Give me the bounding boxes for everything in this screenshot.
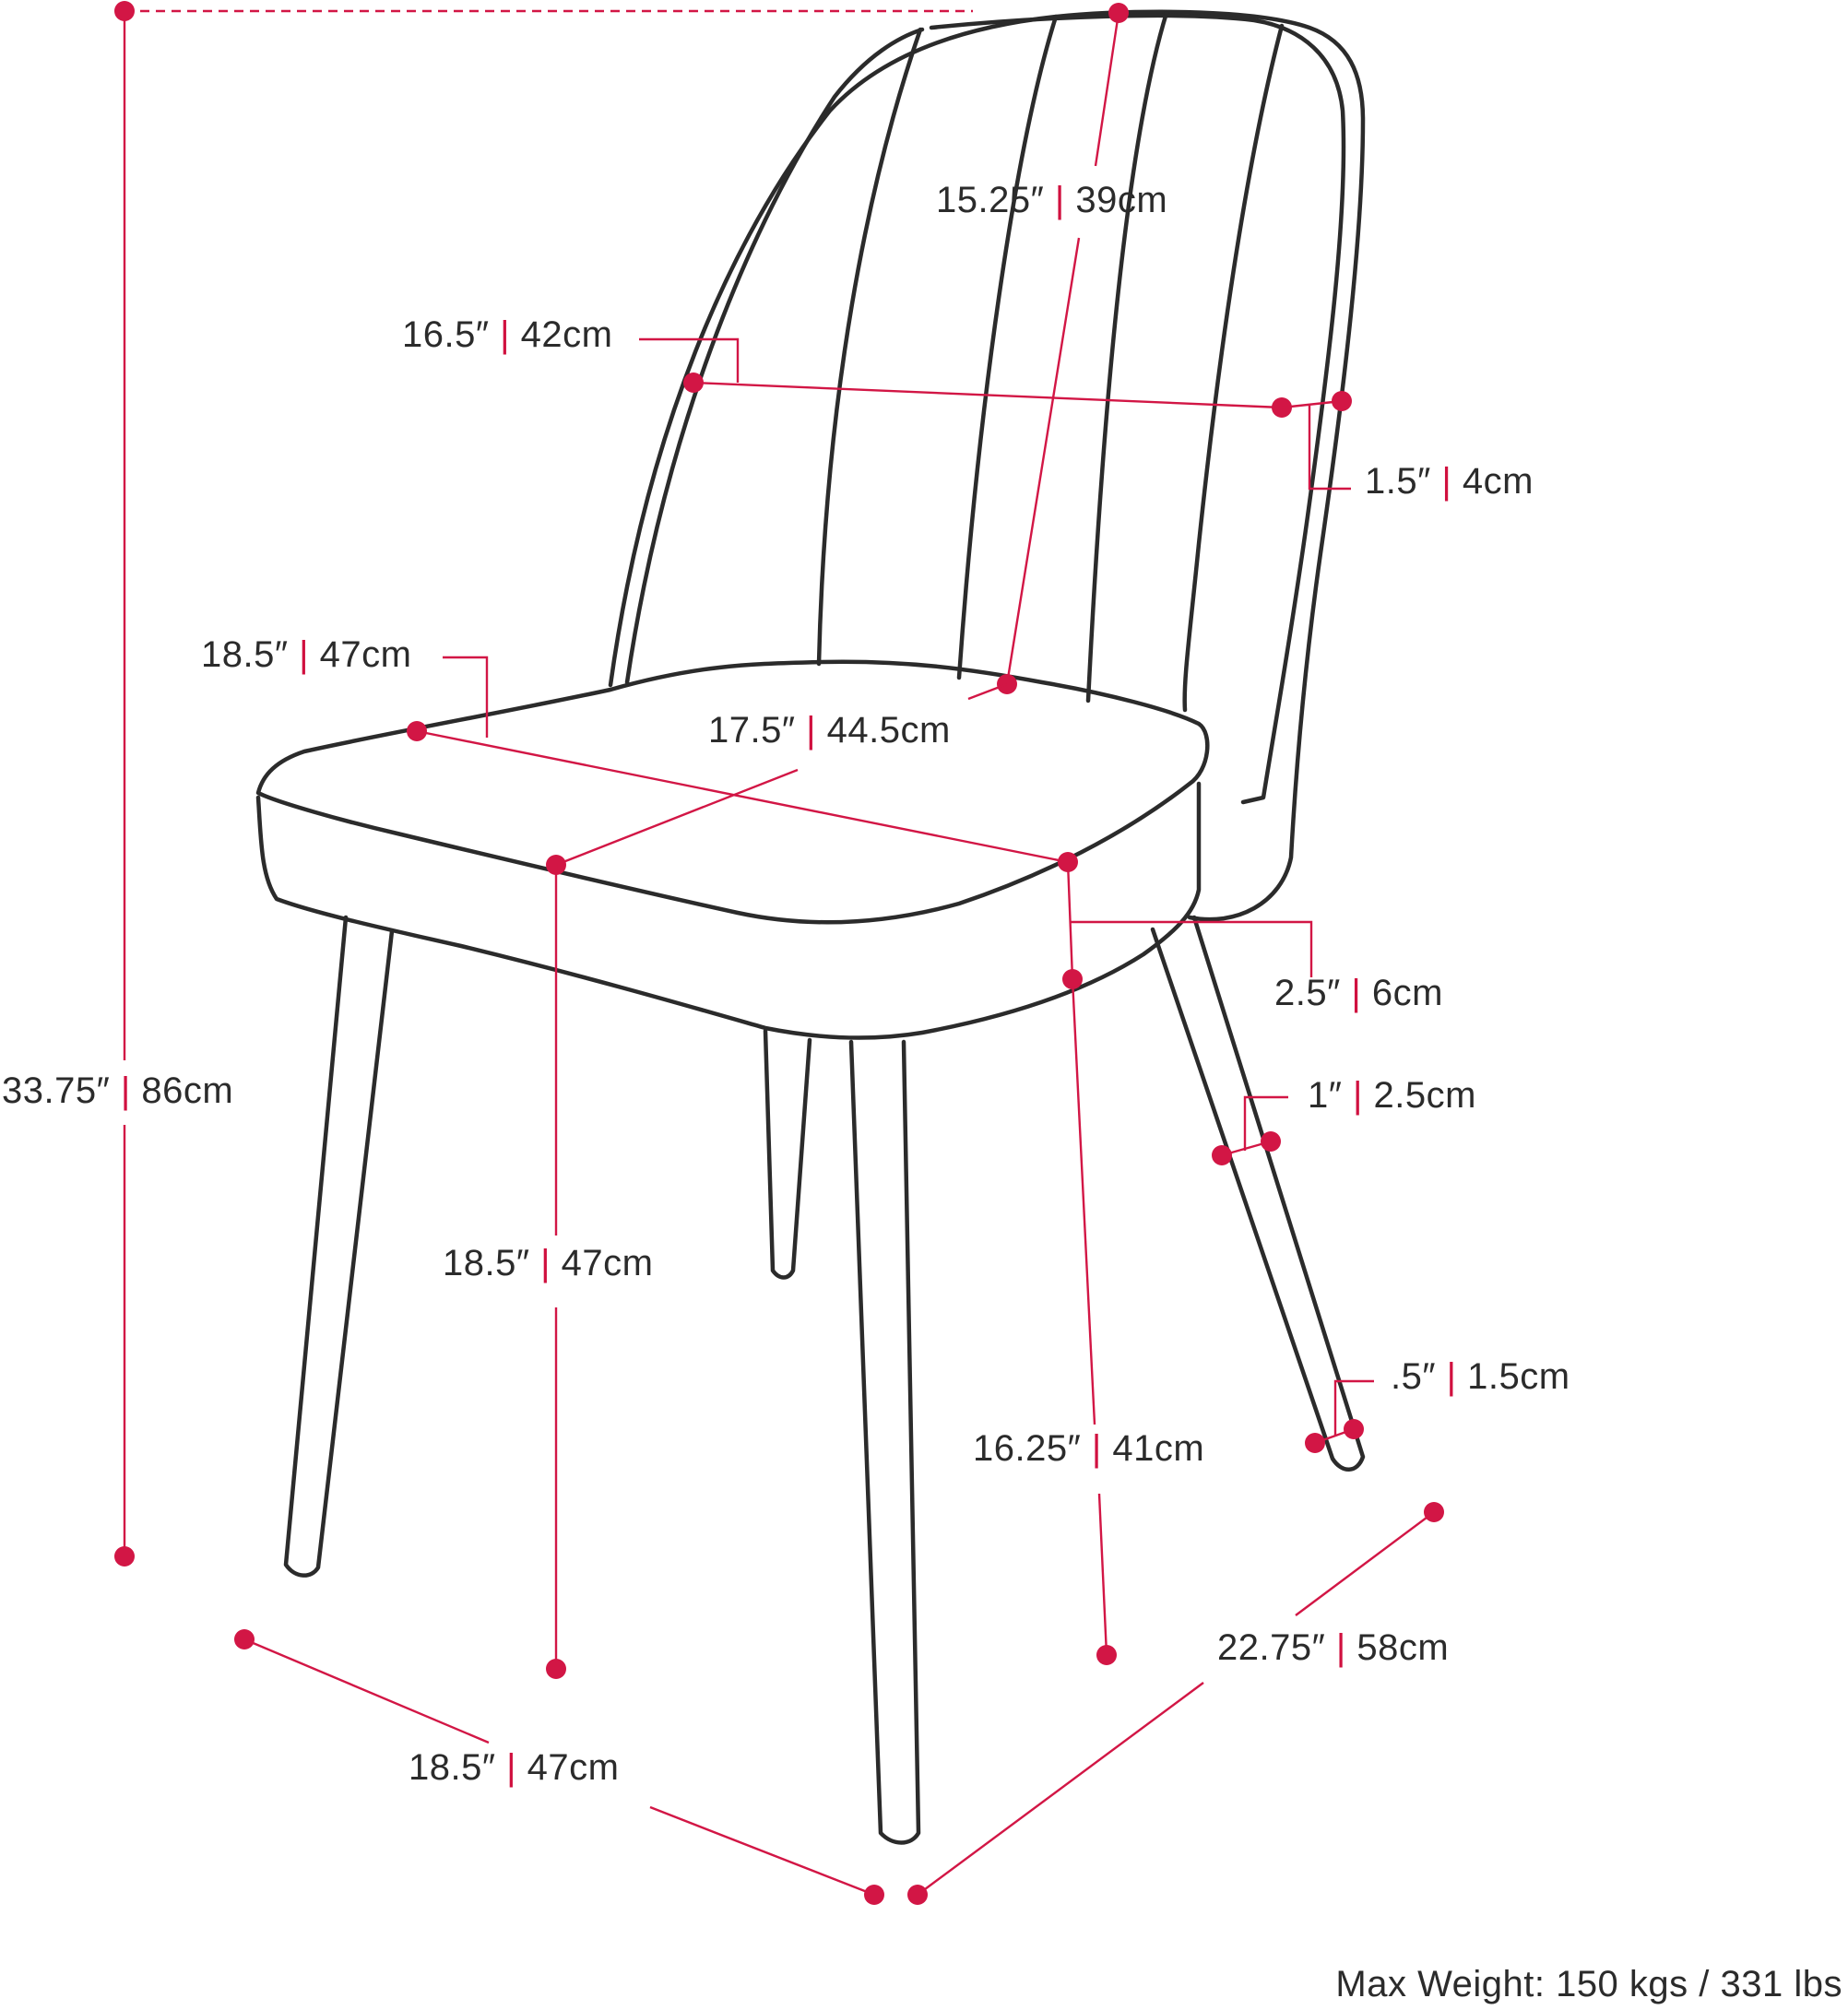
front-left-leg xyxy=(283,915,395,1578)
back-channel-4 xyxy=(1182,23,1285,713)
footprint-depth-label: 22.75″ | 58cm xyxy=(1217,1627,1449,1668)
dimension-labels: 15.25″ | 39cm 16.5″ | 42cm 1.5″ | 4cm 18… xyxy=(2,180,1842,2004)
back-right-leg xyxy=(1150,915,1366,1472)
seat-thickness-label: 2.5″ | 6cm xyxy=(1274,973,1443,1013)
back-channel-1 xyxy=(816,27,923,667)
back-height-label: 15.25″ | 39cm xyxy=(936,180,1167,220)
seat-depth-label: 17.5″ | 44.5cm xyxy=(708,710,951,751)
seat-width-label: 18.5″ | 47cm xyxy=(201,634,411,675)
seat-height-side-label: 16.25″ | 41cm xyxy=(973,1428,1204,1469)
chair-back-inner xyxy=(624,27,925,685)
back-width-label: 16.5″ | 42cm xyxy=(402,314,612,355)
back-left-leg xyxy=(763,1028,812,1280)
chair-back-outer xyxy=(608,9,1366,922)
back-thickness-label: 1.5″ | 4cm xyxy=(1365,461,1534,502)
back-channel-2 xyxy=(956,14,1059,680)
dimension-lines xyxy=(114,1,1444,1905)
front-right-leg xyxy=(848,1039,921,1845)
back-channel-3 xyxy=(1085,10,1169,704)
leg-width-foot-label: .5″ | 1.5cm xyxy=(1391,1356,1570,1397)
seat-side xyxy=(255,781,1202,1040)
max-weight-label: Max Weight: 150 kgs / 331 lbs xyxy=(1335,1964,1842,2004)
overall-height-label: 33.75″ | 86cm xyxy=(2,1070,233,1111)
seat-height-front-label: 18.5″ | 47cm xyxy=(443,1243,653,1283)
leg-width-top-label: 1″ | 2.5cm xyxy=(1308,1075,1476,1116)
footprint-width-label: 18.5″ | 47cm xyxy=(409,1747,619,1788)
seat-top xyxy=(255,659,1210,925)
chair-drawing xyxy=(255,9,1366,1845)
